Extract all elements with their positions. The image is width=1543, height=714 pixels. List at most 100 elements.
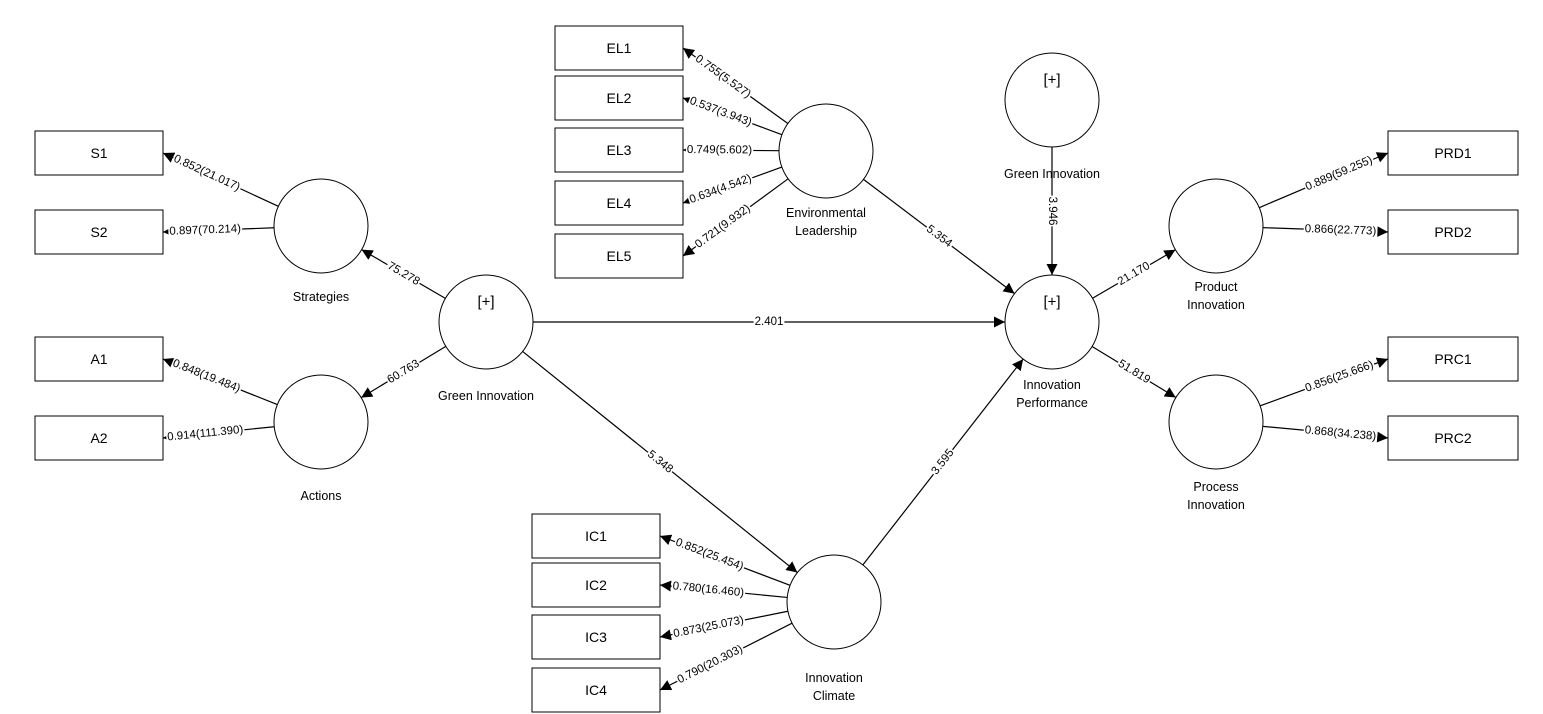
path-label-background (384, 259, 423, 289)
path-label-background (644, 447, 676, 477)
indicator-ic2: IC2 (531, 562, 661, 608)
indicator-box (1387, 209, 1519, 255)
path-label-background (928, 446, 958, 478)
path-coefficient-label: 3.595 (929, 447, 956, 477)
construct-label: Green Innovation (1004, 167, 1100, 181)
path-label-background (165, 423, 245, 444)
path-coefficient-label: 0.866(22.773) (1304, 223, 1376, 237)
indicator-box (531, 614, 661, 660)
path-label-background (672, 536, 747, 574)
indicator-el1: EL1 (554, 25, 684, 71)
path-label-background (168, 223, 243, 238)
indicator-label: PRD2 (1434, 224, 1472, 240)
construct-label: Product (1194, 280, 1238, 294)
path-coefficient-label: 0.852(25.454) (674, 536, 745, 573)
construct-label: Climate (813, 689, 855, 703)
construct-strategies: Strategies (273, 178, 369, 304)
path-coefficient-label: 2.401 (755, 316, 784, 328)
path-labels-layer: 0.755(5.527)0.537(3.943) 0.749(5.602) 0.63… (165, 52, 1378, 687)
path-coefficient-label: 0.749(5.602) (687, 144, 752, 156)
path-label-background (170, 357, 244, 396)
indicator-box (34, 130, 164, 176)
path-label-background (1046, 195, 1058, 227)
construct-circle (1004, 274, 1100, 370)
indicator-s1: S1 (34, 130, 164, 176)
path-coefficient-label: 21.170 (1116, 260, 1152, 288)
indicator-label: IC4 (585, 682, 607, 698)
indicator-ic1: IC1 (531, 513, 661, 559)
indicator-box (531, 513, 661, 559)
path-coefficient-label: 0.755(5.527) (693, 53, 753, 101)
indicator-label: A1 (90, 351, 107, 367)
path-label-background (1114, 259, 1154, 289)
construct-label: Innovation (1187, 298, 1245, 312)
path-coefficient-label: 0.848(19.484) (171, 357, 242, 395)
indicator-box (34, 336, 164, 382)
indicator-label: PRC1 (1434, 351, 1472, 367)
path-coefficient-label: 0.914(111.390) (167, 424, 244, 444)
indicator-label: IC1 (585, 528, 607, 544)
construct-label: Performance (1016, 396, 1088, 410)
path-label-background (692, 201, 754, 252)
path-coefficient-label: 0.721(9.932) (693, 202, 753, 250)
higher-order-marker: [+] (1043, 294, 1060, 311)
indicator-box (554, 127, 684, 173)
construct-label: Innovation (805, 671, 863, 685)
path-coefficient-label: 0.873(25.073) (672, 614, 745, 640)
indicator-box (554, 25, 684, 71)
construct-circle (273, 178, 369, 274)
construct-label: Environmental (786, 206, 866, 220)
construct-label: Green Innovation (438, 389, 534, 403)
indicator-el3: EL3 (554, 127, 684, 173)
indicator-label: EL1 (607, 40, 632, 56)
path-label-background (692, 52, 754, 102)
path-coefficient-label: 0.889(59.255) (1304, 154, 1375, 193)
indicator-label: S1 (90, 145, 107, 161)
indicator-box (1387, 336, 1519, 382)
construct-actions: Actions (273, 374, 369, 503)
indicator-box (531, 562, 661, 608)
path-label-background (674, 642, 746, 687)
construct-label: Actions (301, 489, 342, 503)
construct-circle (786, 554, 882, 650)
path-label-background (1303, 424, 1378, 443)
path-coefficient-label: 3.946 (1046, 197, 1058, 226)
indicator-box (554, 233, 684, 279)
indicator-label: EL5 (607, 248, 632, 264)
path-label-background (686, 94, 755, 130)
indicator-box (554, 75, 684, 121)
indicator-label: PRC2 (1434, 430, 1472, 446)
path-label-background (671, 580, 746, 600)
path-coefficient-label: 0.868(34.238) (1304, 424, 1377, 443)
indicator-label: EL3 (607, 142, 632, 158)
indicator-box (531, 667, 661, 713)
path-label-background (1115, 357, 1153, 387)
indicator-el4: EL4 (554, 180, 684, 226)
path-coefficient-label: 0.852(21.017) (172, 153, 242, 194)
path-coefficient-label: 0.634(4.542) (688, 173, 754, 207)
path-label-background (923, 222, 956, 251)
indicator-prc2: PRC2 (1387, 415, 1519, 461)
construct-greeninno: [+] Green Innovation (438, 274, 534, 403)
path-coefficient-label: 0.537(3.943) (688, 95, 753, 129)
path-label-background (1302, 358, 1377, 396)
indicator-ic4: IC4 (531, 667, 661, 713)
indicator-box (1387, 415, 1519, 461)
construct-label: Innovation (1023, 378, 1081, 392)
path-coefficient-label: 75.278 (385, 260, 421, 288)
higher-order-marker: [+] (477, 294, 494, 311)
construct-label: Strategies (293, 290, 349, 304)
indicator-label: IC2 (585, 577, 607, 593)
path-label-background (685, 144, 754, 157)
construct-label: Process (1193, 480, 1238, 494)
path-coefficient-label: 0.790(20.303) (676, 643, 745, 686)
indicator-prd1: PRD1 (1387, 130, 1519, 176)
path-label-background (170, 152, 243, 195)
indicator-s2: S2 (34, 209, 164, 255)
construct-greeninnotop: [+]Green Innovation (1004, 52, 1100, 181)
